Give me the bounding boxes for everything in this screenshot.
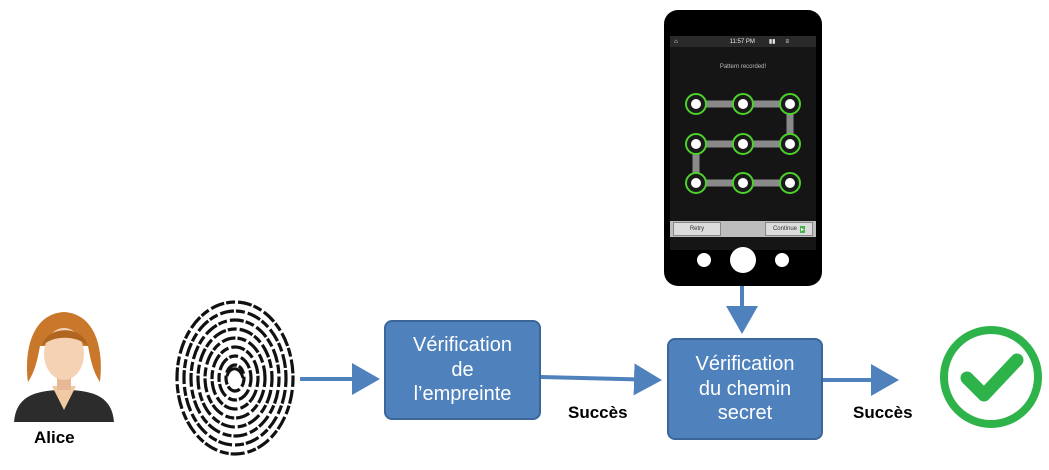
phone-device: ⌂ 11:57 PM ▮▮ ≡ Pattern recorded! Retry … [664,10,822,286]
success-label-2: Succès [853,403,913,422]
phone-menu-button[interactable] [775,253,789,267]
pattern-message: Pattern recorded! [719,64,767,70]
arrow-check-to-path [540,363,662,396]
menu-icon: ≡ [785,38,789,45]
fingerprint-verification-box: Vérification de l’empreinte [384,320,541,420]
status-bar: ⌂ 11:57 PM ▮▮ ≡ [670,36,816,47]
success-label-1: Succès [568,403,628,422]
retry-button[interactable]: Retry [673,222,721,236]
pattern-dot-7[interactable] [685,172,707,194]
signal-icon: ▮▮ [768,39,776,45]
pattern-dot-6[interactable] [779,133,801,155]
pattern-button-bar: Retry Continue ▸ [670,221,816,237]
pattern-dot-2[interactable] [732,93,754,115]
phone-home-button[interactable] [730,247,756,273]
continue-label: Continue [772,226,797,232]
continue-button[interactable]: Continue ▸ [765,222,813,236]
step1-line1: Vérification [413,334,512,357]
pattern-dot-9[interactable] [779,172,801,194]
check-circle-icon [940,326,1042,428]
continue-arrow-icon: ▸ [800,225,806,233]
phone-screen: ⌂ 11:57 PM ▮▮ ≡ Pattern recorded! Retry … [670,36,816,250]
step2-line1: Vérification [695,353,795,376]
status-time: 11:57 PM [729,38,755,45]
alice-label: Alice [34,428,75,447]
secret-path-verification-box: Vérification du chemin secret [667,338,823,440]
phone-back-button[interactable] [697,253,711,267]
pattern-dot-1[interactable] [685,93,707,115]
step2-line3: secret [717,402,773,425]
step1-line2: de [451,358,474,381]
pattern-dot-8[interactable] [732,172,754,194]
step1-line3: l’empreinte [413,383,512,406]
pattern-grid[interactable] [670,90,816,230]
fingerprint-icon [175,300,295,456]
woman-avatar-icon [14,312,114,422]
pattern-dot-4[interactable] [685,133,707,155]
pattern-dot-5[interactable] [732,133,754,155]
pattern-dot-3[interactable] [779,93,801,115]
home-status-icon: ⌂ [674,38,678,45]
step2-line2: du chemin [698,377,792,400]
